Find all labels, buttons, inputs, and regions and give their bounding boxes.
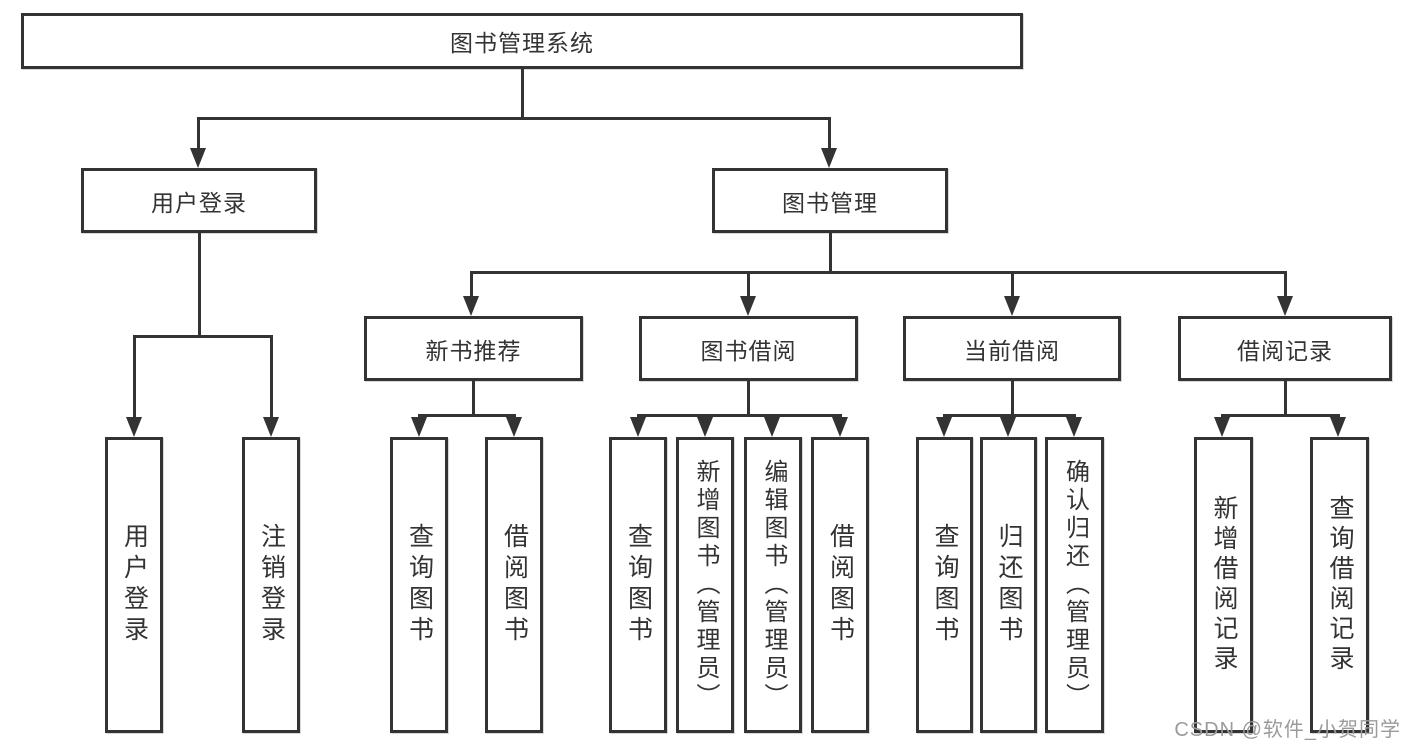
arrow-down-icon xyxy=(821,148,837,168)
leaf-br-query-record: 查询借阅记录 xyxy=(1310,437,1369,733)
arrow-down-icon xyxy=(506,417,522,437)
node-new-book-rec-label: 新书推荐 xyxy=(425,337,522,364)
connector-line xyxy=(513,414,516,419)
node-new-book-rec: 新书推荐 xyxy=(364,316,583,381)
connector-line xyxy=(197,117,831,120)
connector-line xyxy=(470,271,1287,274)
connector-line xyxy=(133,335,136,417)
connector-line xyxy=(521,69,524,117)
arrow-down-icon xyxy=(190,148,206,168)
leaf-bb-add-books: 新增图书（管理员） xyxy=(676,437,734,733)
connector-line xyxy=(637,414,640,419)
leaf-bb-query-books-label: 查询图书 xyxy=(624,523,653,647)
leaf-br-add-record-label: 新增借阅记录 xyxy=(1210,495,1238,675)
connector-line xyxy=(704,414,707,419)
connector-line xyxy=(771,414,774,419)
connector-line xyxy=(747,381,750,414)
connector-line xyxy=(133,335,273,338)
leaf-nb-borrow-books-label: 借阅图书 xyxy=(500,523,529,647)
node-root-label: 图书管理系统 xyxy=(450,30,594,56)
leaf-br-add-record: 新增借阅记录 xyxy=(1194,437,1253,733)
arrow-down-icon xyxy=(832,417,848,437)
node-book-management: 图书管理 xyxy=(712,168,948,233)
connector-line xyxy=(1011,271,1014,296)
leaf-bb-edit-books-label: 编辑图书（管理员） xyxy=(760,459,787,711)
connector-line xyxy=(747,271,750,296)
arrow-down-icon xyxy=(1277,296,1293,316)
connector-line xyxy=(418,414,516,417)
connector-line xyxy=(198,233,201,335)
connector-line xyxy=(1011,381,1014,414)
node-book-management-label: 图书管理 xyxy=(782,189,878,216)
leaf-nb-query-books: 查询图书 xyxy=(390,437,448,733)
leaf-bb-borrow-books: 借阅图书 xyxy=(811,437,869,733)
connector-line xyxy=(1337,414,1340,419)
leaf-cb-confirm-return-label: 确认归还（管理员） xyxy=(1061,459,1089,711)
node-current-borrowing: 当前借阅 xyxy=(903,316,1121,381)
arrow-down-icon xyxy=(126,417,142,437)
node-current-borrowing-label: 当前借阅 xyxy=(964,337,1060,364)
connector-line xyxy=(472,381,475,414)
connector-line xyxy=(1221,414,1339,417)
connector-line xyxy=(839,414,842,419)
arrow-down-icon xyxy=(630,417,646,437)
leaf-br-query-record-label: 查询借阅记录 xyxy=(1326,495,1354,675)
connector-line xyxy=(829,233,832,271)
connector-line xyxy=(1284,381,1287,414)
node-user-login-label: 用户登录 xyxy=(151,189,247,216)
node-root: 图书管理系统 xyxy=(21,13,1023,69)
connector-line xyxy=(1284,271,1287,296)
connector-line xyxy=(828,117,831,148)
connector-line xyxy=(470,271,473,296)
connector-line xyxy=(1007,414,1010,419)
leaf-bb-edit-books: 编辑图书（管理员） xyxy=(744,437,802,733)
leaf-user-login-label: 用户登录 xyxy=(120,523,149,647)
leaf-cb-return-books-label: 归还图书 xyxy=(995,523,1023,647)
leaf-cb-query-books: 查询图书 xyxy=(916,437,973,733)
leaf-nb-query-books-label: 查询图书 xyxy=(405,523,434,647)
leaf-logout: 注销登录 xyxy=(242,437,300,733)
leaf-bb-borrow-books-label: 借阅图书 xyxy=(826,523,855,647)
arrow-down-icon xyxy=(463,296,479,316)
leaf-nb-borrow-books: 借阅图书 xyxy=(485,437,543,733)
arrow-down-icon xyxy=(1214,417,1230,437)
arrow-down-icon xyxy=(1066,417,1082,437)
arrow-down-icon xyxy=(1000,417,1016,437)
arrow-down-icon xyxy=(411,417,427,437)
connector-line xyxy=(418,414,421,419)
arrow-down-icon xyxy=(1004,296,1020,316)
leaf-bb-add-books-label: 新增图书（管理员） xyxy=(692,459,719,711)
connector-line xyxy=(637,414,841,417)
connector-line xyxy=(1221,414,1224,419)
arrow-down-icon xyxy=(936,417,952,437)
leaf-user-login: 用户登录 xyxy=(105,437,163,733)
arrow-down-icon xyxy=(697,417,713,437)
leaf-cb-query-books-label: 查询图书 xyxy=(931,523,959,647)
connector-line xyxy=(197,117,200,148)
arrow-down-icon xyxy=(764,417,780,437)
leaf-cb-confirm-return: 确认归还（管理员） xyxy=(1045,437,1104,733)
leaf-bb-query-books: 查询图书 xyxy=(609,437,667,733)
leaf-cb-return-books: 归还图书 xyxy=(980,437,1037,733)
arrow-down-icon xyxy=(263,417,279,437)
node-book-borrowing: 图书借阅 xyxy=(639,316,858,381)
node-book-borrowing-label: 图书借阅 xyxy=(700,337,797,364)
arrow-down-icon xyxy=(740,296,756,316)
csdn-watermark: CSDN @软件_小贺同学 xyxy=(1174,719,1401,741)
connector-line xyxy=(270,335,273,417)
node-borrowing-records-label: 借阅记录 xyxy=(1237,337,1333,364)
leaf-logout-label: 注销登录 xyxy=(257,523,286,647)
connector-line xyxy=(943,414,946,419)
connector-line xyxy=(1073,414,1076,419)
node-borrowing-records: 借阅记录 xyxy=(1178,316,1392,381)
arrow-down-icon xyxy=(1330,417,1346,437)
node-user-login: 用户登录 xyxy=(81,168,317,233)
